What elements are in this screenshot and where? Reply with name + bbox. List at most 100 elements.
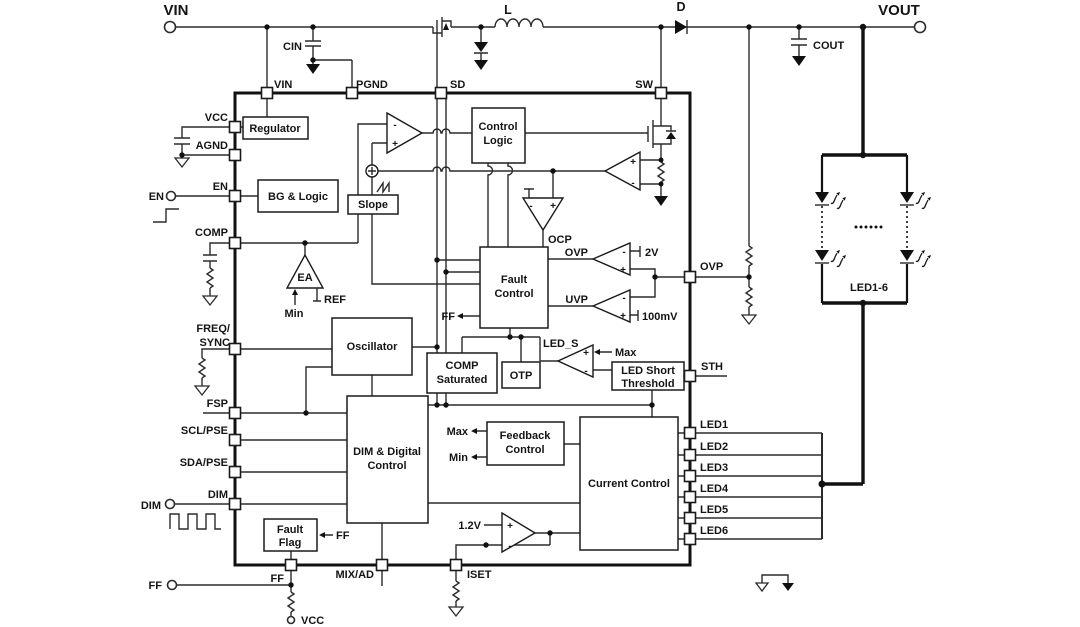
vout-label: VOUT xyxy=(878,2,920,19)
leds-plus: + xyxy=(583,348,589,359)
ref-1v2-label: 1.2V xyxy=(458,520,481,532)
pin-dim xyxy=(228,497,242,511)
led-symbol xyxy=(899,249,932,268)
pin-label-comp: COMP xyxy=(195,227,228,239)
vcc-pullup-terminal xyxy=(286,615,296,625)
pin-led4 xyxy=(683,490,697,504)
sense-resistor xyxy=(656,161,666,183)
pin-label-vin: VIN xyxy=(274,79,292,91)
ellipsis-dots xyxy=(854,225,883,229)
fault-flag-block xyxy=(263,518,318,552)
agnd-ground xyxy=(173,157,191,169)
freewheel-diode xyxy=(474,42,488,52)
ref-2v-label: 2V xyxy=(645,247,659,259)
cin-label: CIN xyxy=(283,41,302,53)
pin-sth xyxy=(683,369,697,383)
ff-terminal xyxy=(166,579,178,591)
pin-label-agnd: AGND xyxy=(196,140,228,152)
pin-en xyxy=(228,189,242,203)
fb-min-label: Min xyxy=(449,452,468,464)
pin-vcc xyxy=(228,120,242,134)
iset-ground xyxy=(447,606,465,618)
ea-min-label: Min xyxy=(285,308,304,320)
bg-logic-label: BG & Logic xyxy=(268,191,328,203)
pin-agnd xyxy=(228,148,242,162)
regulator-label: Regulator xyxy=(249,123,301,135)
bg-logic-block xyxy=(257,179,339,213)
pin-label-mixad: MIX/AD xyxy=(336,569,375,581)
pwm-comparator xyxy=(386,111,424,155)
vin-label: VIN xyxy=(163,2,188,19)
pin-label-ovp: OVP xyxy=(700,261,723,273)
slope-label: Slope xyxy=(358,199,388,211)
led-symbol xyxy=(814,249,847,268)
feedback-control-block xyxy=(486,421,565,466)
rectifier-diode xyxy=(675,20,687,34)
power-wires xyxy=(820,27,909,486)
ovp-divider-ground xyxy=(740,314,758,326)
pin-led3 xyxy=(683,469,697,483)
ff-flag-label: FF xyxy=(336,530,350,542)
pin-freq-sync xyxy=(228,342,242,356)
leds-minus: - xyxy=(584,366,587,377)
comp-saturated-label-1: COMP xyxy=(446,360,479,372)
inductor-label: L xyxy=(504,3,512,17)
uvp-comparator xyxy=(591,288,631,324)
pin-label-sth: STH xyxy=(701,361,723,373)
freq-ground xyxy=(193,385,211,397)
pin-label-led5: LED5 xyxy=(700,504,728,516)
led-short-label-2: Threshold xyxy=(621,378,674,390)
slope-block xyxy=(347,194,399,215)
iset-minus: - xyxy=(508,541,511,552)
pin-led5 xyxy=(683,511,697,525)
iset-plus: + xyxy=(507,521,513,532)
junction-dots xyxy=(179,23,867,588)
led-short-comparator xyxy=(556,343,594,379)
pin-label-led2: LED2 xyxy=(700,441,728,453)
fault-flag-label-1: Fault xyxy=(277,524,304,536)
pin-pgnd xyxy=(345,86,359,100)
labels: VIN VOUT CIN COUT L D EN DIM FF VCC LED1… xyxy=(141,0,920,627)
pin-label-sda: SDA/PSE xyxy=(180,457,228,469)
pin-label-freq2: SYNC xyxy=(199,337,230,349)
ea-label: EA xyxy=(297,272,312,284)
external-wires xyxy=(153,17,914,616)
fault-control-label-2: Control xyxy=(494,288,533,300)
pin-label-pgnd: PGND xyxy=(356,79,388,91)
led-string xyxy=(814,191,932,268)
en-terminal-label: EN xyxy=(149,191,164,203)
oscillator-label: Oscillator xyxy=(347,341,398,353)
pin-label-freq1: FREQ/ xyxy=(196,323,230,335)
feedback-label-2: Control xyxy=(505,444,544,456)
fault-control-ff-arrow xyxy=(457,313,463,319)
pin-label-dim: DIM xyxy=(208,489,228,501)
ledsc-max-arrow xyxy=(594,349,600,355)
pin-vin xyxy=(260,86,274,100)
ocp-label: OCP xyxy=(548,234,572,246)
cout-label: COUT xyxy=(813,40,844,52)
uvp-plus: + xyxy=(620,311,626,322)
led-short-label-1: LED Short xyxy=(621,365,675,377)
diodes-and-grounds xyxy=(173,20,806,618)
ocp-minus: - xyxy=(529,201,532,212)
led-string-label: LED1-6 xyxy=(850,282,888,294)
led-symbol xyxy=(899,191,932,210)
sense-minus: - xyxy=(631,178,634,189)
ovp-minus: - xyxy=(622,247,625,258)
pin-sda-pse xyxy=(228,465,242,479)
pin-iset xyxy=(449,558,463,572)
fb-max-label: Max xyxy=(447,426,469,438)
vout-terminal xyxy=(913,20,927,34)
sense-ground xyxy=(654,196,668,206)
pin-label-led3: LED3 xyxy=(700,462,728,474)
terminals xyxy=(163,20,927,625)
pin-sd xyxy=(434,86,448,100)
current-sense-amplifier xyxy=(603,150,641,192)
freq-resistor xyxy=(197,357,207,379)
external-mosfet-arrow xyxy=(443,23,449,30)
pin-comp xyxy=(228,236,242,250)
function-blocks xyxy=(242,107,685,552)
pin-mixad xyxy=(375,558,389,572)
freewheel-ground xyxy=(474,60,488,70)
pin-ff xyxy=(284,558,298,572)
